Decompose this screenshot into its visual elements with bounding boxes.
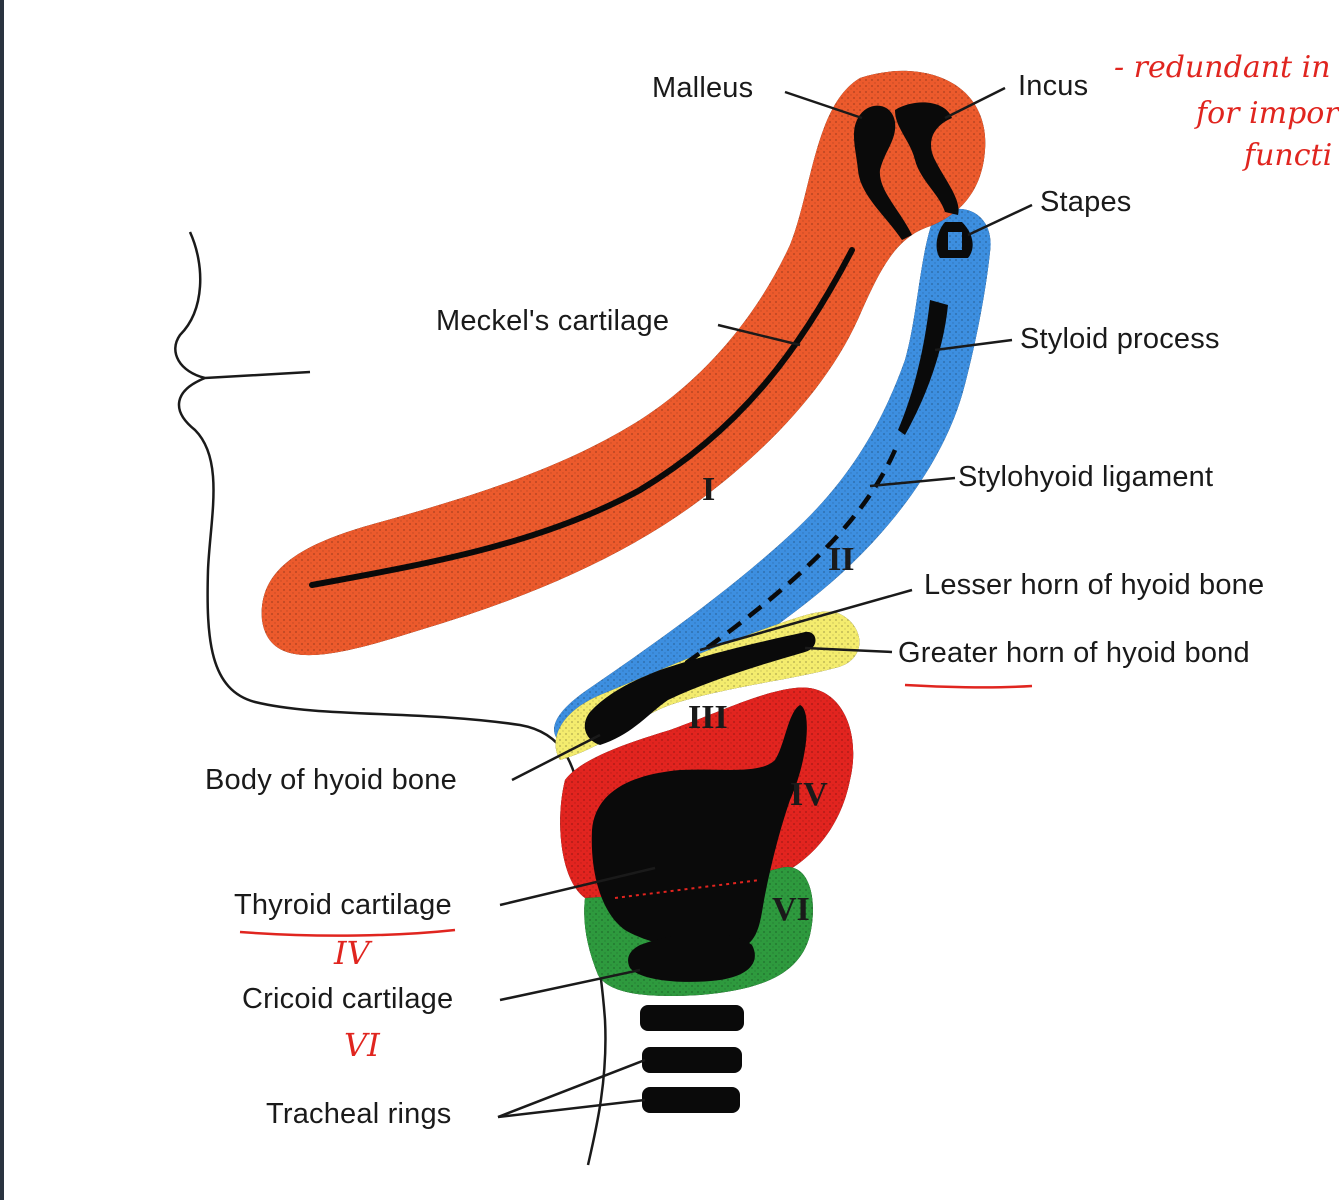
label-meckels-cartilage: Meckel's cartilage: [436, 305, 670, 337]
label-malleus: Malleus: [652, 72, 754, 104]
label-lesser-horn: Lesser horn of hyoid bone: [924, 569, 1265, 601]
hyoid-bone-shape: [584, 631, 816, 745]
annotation-thyroid-arch: IV: [334, 934, 370, 972]
arch-2-region: [554, 208, 991, 748]
label-styloid-process: Styloid process: [1020, 323, 1220, 355]
stylohyoid-ligament-line: [638, 449, 898, 697]
meckels-cartilage-line: [309, 247, 855, 588]
label-incus: Incus: [1018, 70, 1089, 102]
leader-cricoid: [499, 968, 641, 1002]
label-stapes: Stapes: [1040, 186, 1132, 218]
tracheal-ring: [642, 1047, 742, 1073]
arch-numeral-6: VI: [772, 891, 810, 928]
thyroid-underline: [239, 928, 456, 937]
arch-numeral-2: II: [828, 541, 854, 578]
leader-stylohyoid: [869, 476, 956, 488]
leader-lines: [497, 86, 1033, 1119]
arch-numeral-4: IV: [790, 776, 828, 813]
stapes-shape: [936, 222, 973, 258]
label-greater-horn: Greater horn of hyoid bond: [898, 637, 1250, 669]
leader-lesser-horn: [699, 588, 913, 652]
label-stylohyoid-ligament: Stylohyoid ligament: [958, 461, 1214, 493]
malleus-shape: [853, 105, 912, 240]
leader-malleus: [784, 90, 863, 120]
window-edge: [0, 0, 4, 1200]
styloid-process-shape: [898, 300, 948, 435]
label-body-of-hyoid: Body of hyoid bone: [205, 764, 457, 796]
annotation-cricoid-arch: VI: [344, 1026, 380, 1064]
cricoid-cartilage-shape: [628, 932, 755, 982]
label-thyroid-cartilage: Thyroid cartilage: [234, 889, 452, 921]
label-tracheal-rings: Tracheal rings: [266, 1098, 452, 1130]
label-cricoid-cartilage: Cricoid cartilage: [242, 983, 454, 1015]
tracheal-ring: [642, 1087, 740, 1113]
incus-shape: [895, 102, 959, 215]
greater-horn-underline: [904, 683, 1033, 689]
leader-thyroid: [499, 866, 656, 907]
thyroid-cartilage-shape: [591, 705, 807, 952]
arch-1-region: [261, 70, 986, 656]
leader-body-hyoid: [511, 733, 601, 782]
leader-tracheal-2: [497, 1098, 646, 1119]
annotation-incus-note-2: for impor: [1196, 96, 1339, 131]
leader-tracheal-1: [497, 1058, 646, 1119]
leader-stapes: [967, 203, 1033, 237]
leader-greater-horn: [804, 646, 893, 654]
arch-numeral-1: I: [702, 471, 715, 508]
leader-incus: [944, 86, 1006, 120]
thyroid-dotted-line: [614, 879, 761, 899]
leader-meckels: [717, 323, 801, 347]
arch-numeral-3: III: [688, 699, 728, 736]
face-outline: [174, 231, 607, 1166]
annotation-incus-note-1: - redundant in: [1114, 50, 1331, 85]
annotation-incus-note-3: functi: [1244, 138, 1333, 173]
leader-styloid: [934, 338, 1013, 352]
tracheal-ring: [640, 1005, 744, 1031]
